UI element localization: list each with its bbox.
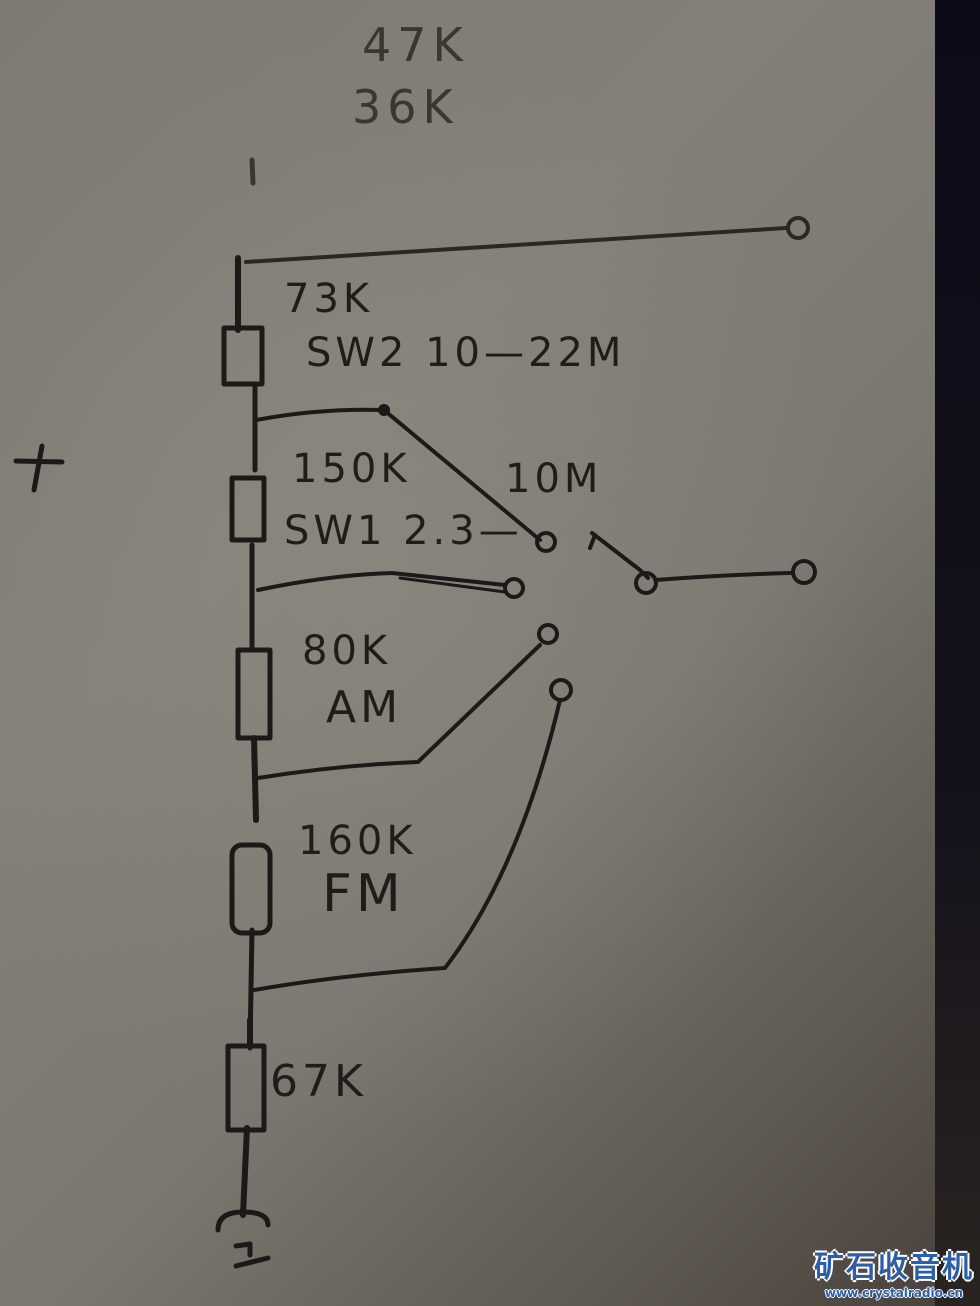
label-80k: 80K: [302, 628, 392, 674]
note-47k: 47K: [362, 18, 469, 72]
switch-contact-am: [537, 623, 559, 645]
output-wire: [654, 571, 792, 582]
resistor-80k: [235, 647, 273, 741]
label-10m: 10M: [505, 456, 603, 502]
label-sw2-range: SW2 10—22M: [306, 330, 626, 376]
resistor-150k: [229, 475, 267, 543]
tap-wire-sw1-b: [398, 576, 507, 594]
top-wire: [244, 226, 788, 264]
tap-wire-sw1: [256, 571, 507, 592]
resistor-73k: [221, 325, 265, 387]
watermark-title: 矿石收音机: [814, 1250, 974, 1285]
watermark-url: www.crystalradio.cn: [824, 1286, 964, 1300]
switch-contact-fm: [549, 678, 573, 702]
wire-r3-r4: [251, 735, 259, 823]
label-67k: 67K: [270, 1056, 367, 1107]
dark-background-edge: [935, 0, 980, 1306]
resistor-160k: [229, 842, 273, 936]
label-am: AM: [326, 682, 403, 733]
junction-dot-1: [378, 404, 390, 416]
switch-contact-sw1: [503, 577, 525, 599]
switch-contact-10m: [535, 531, 557, 553]
tap-wire-am: [256, 643, 542, 780]
label-73k: 73K: [284, 276, 374, 322]
switch-wiper: [588, 531, 650, 580]
resistor-67k: [225, 1043, 267, 1133]
stray-mark: [249, 157, 256, 186]
note-36k: 36K: [352, 80, 459, 134]
top-terminal: [786, 216, 810, 240]
wire-to-ground: [240, 1125, 250, 1218]
wiper-pivot: [634, 571, 658, 595]
label-sw1: SW1 2.3—: [284, 508, 523, 554]
output-terminal: [791, 559, 817, 585]
paper-background: [0, 0, 940, 1306]
label-160k: 160K: [298, 818, 417, 864]
label-fm: FM: [322, 864, 405, 924]
ground-symbol: [215, 1209, 271, 1269]
tap-wire-fm: [252, 698, 562, 992]
watermark: 矿石收音机 www.crystalradio.cn: [814, 1242, 974, 1300]
label-150k: 150K: [292, 446, 411, 492]
margin-plus: [13, 443, 65, 493]
